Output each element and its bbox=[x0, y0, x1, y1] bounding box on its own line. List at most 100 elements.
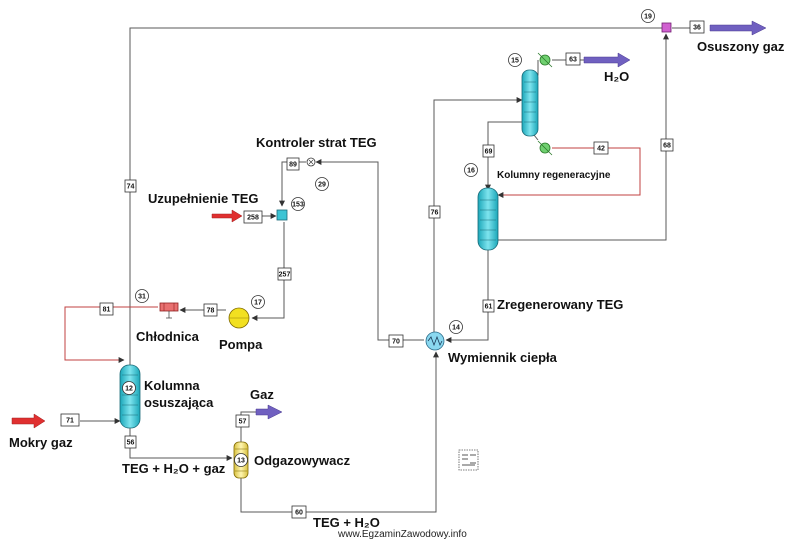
line-69 bbox=[485, 121, 528, 191]
line-60 bbox=[240, 351, 439, 513]
makeup-feed-arrow bbox=[211, 209, 243, 223]
stream-tag-17: 17 bbox=[251, 295, 265, 309]
controller-icon bbox=[306, 157, 316, 167]
reboiler-valve-icon bbox=[537, 140, 553, 156]
stream-number: 17 bbox=[254, 300, 262, 307]
line-76 bbox=[433, 97, 523, 332]
label-gaz: Gaz bbox=[250, 387, 274, 402]
stream-tag-63: 63 bbox=[565, 52, 581, 66]
stream-number: 63 bbox=[569, 57, 577, 64]
condenser-valve-top-icon bbox=[537, 52, 553, 68]
stream-tag-29: 29 bbox=[315, 177, 329, 191]
stream-number: 76 bbox=[431, 210, 439, 217]
stream-number: 57 bbox=[239, 419, 247, 426]
label-teg-h2o-gaz: TEG + H₂O + gaz bbox=[122, 461, 226, 476]
line-74 bbox=[129, 27, 664, 365]
stream-number: 68 bbox=[663, 143, 671, 150]
label-mokry-gaz: Mokry gaz bbox=[9, 435, 73, 450]
stream-tag-257: 257 bbox=[277, 267, 292, 281]
stream-tag-19: 19 bbox=[641, 9, 655, 23]
stream-number: 71 bbox=[66, 418, 74, 425]
stream-tag-31: 31 bbox=[135, 289, 149, 303]
stream-tag-70: 70 bbox=[388, 334, 404, 348]
stream-number: 16 bbox=[467, 168, 475, 175]
label-h2o: H₂O bbox=[604, 69, 629, 84]
mixer-19-icon bbox=[661, 22, 672, 33]
heat-exchanger-icon bbox=[425, 331, 445, 351]
line-61 bbox=[445, 250, 489, 343]
water-product-arrow bbox=[583, 52, 631, 68]
stream-number: 13 bbox=[237, 458, 245, 465]
stream-tag-57: 57 bbox=[235, 414, 250, 428]
wet-gas-feed-arrow bbox=[11, 413, 46, 429]
label-kolumny-regen: Kolumny regeneracyjne bbox=[497, 170, 611, 181]
stream-tag-81: 81 bbox=[99, 302, 114, 316]
stream-number: 70 bbox=[392, 339, 400, 346]
stream-number: 81 bbox=[103, 307, 111, 314]
stream-tag-153: 153 bbox=[291, 197, 305, 211]
stream-number: 14 bbox=[452, 325, 460, 332]
label-pompa: Pompa bbox=[219, 337, 263, 352]
stream-number: 42 bbox=[597, 146, 605, 153]
pump-icon bbox=[228, 307, 250, 329]
stream-tag-14: 14 bbox=[449, 320, 463, 334]
line-56 bbox=[129, 428, 233, 461]
label-uzupelnienie: Uzupełnienie TEG bbox=[148, 191, 259, 206]
label-chlodnica: Chłodnica bbox=[136, 329, 200, 344]
makeup-mixer-icon bbox=[276, 209, 288, 221]
stream-tag-15: 15 bbox=[508, 53, 522, 67]
stream-tag-36: 36 bbox=[689, 20, 705, 34]
stream-number: 69 bbox=[485, 149, 493, 156]
line-257 bbox=[251, 222, 285, 321]
label-teg-h2o: TEG + H₂O bbox=[313, 515, 380, 530]
stream-tag-76: 76 bbox=[428, 205, 441, 219]
label-odgazowywacz: Odgazowywacz bbox=[254, 453, 351, 468]
cooler-icon bbox=[159, 302, 179, 319]
line-70 bbox=[315, 159, 424, 341]
stream-tag-71: 71 bbox=[60, 413, 80, 427]
stream-tag-12: 12 bbox=[122, 381, 136, 395]
label-zregenerowany: Zregenerowany TEG bbox=[497, 297, 623, 312]
stream-tag-258: 258 bbox=[243, 210, 263, 224]
stream-tag-13: 13 bbox=[234, 453, 248, 467]
label-kolumna-1: Kolumna bbox=[144, 378, 200, 393]
label-wymiennik: Wymiennik ciepła bbox=[448, 350, 558, 365]
stream-tag-78: 78 bbox=[203, 303, 218, 317]
stream-tag-89: 89 bbox=[286, 157, 300, 171]
label-kontroler: Kontroler strat TEG bbox=[256, 135, 377, 150]
stream-tag-56: 56 bbox=[124, 435, 137, 449]
stream-number: 19 bbox=[644, 14, 652, 21]
regeneration-column-bottom bbox=[477, 187, 499, 251]
stream-number: 36 bbox=[693, 25, 701, 32]
stream-tag-69: 69 bbox=[482, 144, 495, 158]
line-57 bbox=[240, 411, 256, 442]
line-68 bbox=[488, 33, 669, 241]
stream-number: 78 bbox=[207, 308, 215, 315]
watermark-text: www.EgzaminZawodowy.info bbox=[337, 529, 467, 540]
stream-number: 74 bbox=[127, 184, 135, 191]
stream-tag-60: 60 bbox=[291, 505, 307, 519]
label-kolumna-2: osuszająca bbox=[144, 395, 214, 410]
stream-tag-42: 42 bbox=[593, 141, 609, 155]
dry-gas-product-arrow bbox=[709, 20, 767, 36]
info-logo bbox=[458, 449, 479, 471]
gas-product-arrow bbox=[255, 404, 283, 420]
stream-number: 12 bbox=[125, 386, 133, 393]
stream-number: 61 bbox=[485, 304, 493, 311]
drying-column bbox=[119, 364, 141, 429]
stream-number: 257 bbox=[279, 272, 291, 279]
regeneration-column-top bbox=[521, 69, 539, 137]
stream-tag-61: 61 bbox=[482, 299, 495, 313]
stream-number: 153 bbox=[292, 202, 304, 209]
stream-number: 89 bbox=[289, 162, 297, 169]
stream-tag-16: 16 bbox=[464, 163, 478, 177]
stream-tag-74: 74 bbox=[124, 179, 137, 193]
stream-number: 15 bbox=[511, 58, 519, 65]
stream-number: 56 bbox=[127, 440, 135, 447]
stream-number: 258 bbox=[247, 215, 259, 222]
stream-tag-68: 68 bbox=[660, 138, 674, 152]
stream-number: 31 bbox=[138, 294, 146, 301]
stream-number: 60 bbox=[295, 510, 303, 517]
label-osuszony-gaz: Osuszony gaz bbox=[697, 39, 785, 54]
